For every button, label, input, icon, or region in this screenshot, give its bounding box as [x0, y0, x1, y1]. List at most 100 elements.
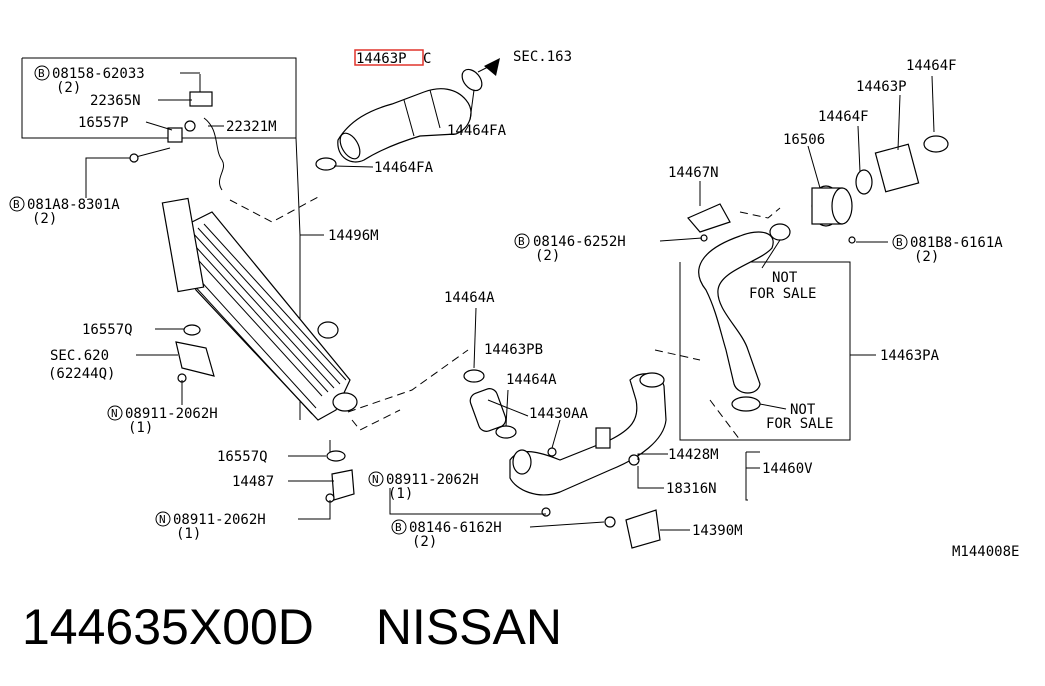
label-not-for-sale-2a: NOT — [790, 402, 816, 418]
nut-marker-08911-c: N — [155, 511, 171, 527]
label-081b8: 081B8-6161A — [910, 235, 1003, 251]
parts-diagram: B B N N N B B B 14463P C SEC.163 14464FA… — [9, 49, 1019, 560]
svg-text:B: B — [38, 67, 45, 80]
label-08146-6252h: 08146-6252H — [533, 234, 626, 250]
highlight-box — [354, 49, 424, 66]
label-08146-6162h-qty: (2) — [412, 534, 437, 550]
label-not-for-sale-2b: FOR SALE — [766, 416, 833, 432]
leader-08911-c — [298, 500, 331, 520]
label-highlighted-part: 14463P — [356, 51, 407, 67]
label-081b8-qty: (2) — [914, 249, 939, 265]
label-sec620: SEC.620 — [50, 348, 109, 364]
label-08158: 08158-62033 — [52, 66, 145, 82]
hose-14463p — [855, 135, 949, 195]
svg-text:N: N — [372, 473, 379, 486]
label-08911-a: 08911-2062H — [125, 406, 218, 422]
label-16557q-b: 16557Q — [217, 449, 268, 465]
clamp-group-line — [745, 452, 748, 501]
label-14463pb: 14463PB — [484, 342, 543, 358]
hose-14463pb — [463, 369, 517, 439]
svg-text:B: B — [518, 235, 525, 248]
dashed-link-4 — [654, 349, 701, 361]
hose-14463pc — [315, 58, 500, 171]
label-08911-c-qty: (1) — [176, 526, 201, 542]
label-081a8-qty: (2) — [32, 211, 57, 227]
sensor-16506 — [687, 185, 856, 244]
leader-not-for-sale-2 — [759, 403, 787, 410]
label-sec163: SEC.163 — [513, 49, 572, 65]
dashed-link-5 — [739, 207, 781, 219]
leader-14430aa — [551, 419, 561, 449]
svg-text:N: N — [159, 513, 166, 526]
label-14464f-a: 14464F — [818, 109, 869, 125]
svg-text:N: N — [111, 407, 118, 420]
leader-08911-b — [389, 488, 546, 515]
bolt-marker-08146-6162h: B — [391, 519, 407, 535]
label-14463pa: 14463PA — [880, 348, 940, 364]
leader-16557p — [145, 121, 173, 131]
footer-caption: 144635X00D NISSAN — [22, 598, 610, 656]
label-16557q-a: 16557Q — [82, 322, 133, 338]
svg-text:B: B — [896, 236, 903, 249]
nut-marker-08911-a: N — [107, 405, 123, 421]
label-highlighted-suffix: C — [423, 51, 431, 67]
label-16557p: 16557P — [78, 115, 129, 131]
label-14464f-b: 14464F — [906, 58, 957, 74]
diagram-code: M144008E — [952, 544, 1019, 560]
leader-14428m — [637, 453, 668, 460]
label-18316n: 18316N — [666, 481, 717, 497]
leader-14463pb — [487, 399, 529, 417]
leader-not-for-sale-1 — [761, 239, 781, 269]
label-not-for-sale-1a: NOT — [772, 270, 798, 286]
leader-08146-6252h — [659, 237, 703, 242]
leader-14464f-a — [857, 125, 861, 173]
dashed-link-2 — [347, 349, 469, 413]
bracket-14487 — [325, 450, 355, 503]
intercooler-group-line — [295, 58, 308, 236]
label-sec620-sub: (62244Q) — [48, 366, 115, 382]
label-22321m: 22321M — [226, 119, 277, 135]
leader-14464fa-mid — [333, 165, 374, 168]
label-16506: 16506 — [783, 132, 825, 148]
label-14430aa: 14430AA — [529, 406, 589, 422]
label-14487: 14487 — [232, 474, 274, 490]
leader-18316n — [637, 466, 664, 489]
label-not-for-sale-1b: FOR SALE — [749, 286, 816, 302]
label-14464a-b: 14464A — [506, 372, 557, 388]
sensor-assembly — [129, 74, 224, 191]
bracket-sec620 — [175, 324, 215, 383]
footer-brand: NISSAN — [375, 599, 562, 655]
label-08146-6252h-qty: (2) — [535, 248, 560, 264]
label-08911-b-qty: (1) — [388, 486, 413, 502]
label-14464fa-top: 14464FA — [447, 123, 507, 139]
bolt-marker-081b8: B — [892, 234, 908, 250]
label-14464a-a: 14464A — [444, 290, 495, 306]
dashed-link-6 — [709, 399, 741, 441]
duct-group-box — [679, 261, 851, 441]
intercooler-core — [161, 197, 358, 421]
nut-marker-08911-b: N — [368, 471, 384, 487]
leader-14464fa-top — [469, 89, 475, 121]
bolt-marker-081a8: B — [9, 196, 25, 212]
label-14463p: 14463P — [856, 79, 907, 95]
dashed-link-3 — [351, 409, 401, 431]
tube-14430aa — [509, 372, 667, 549]
leader-14463p — [897, 94, 901, 151]
svg-text:B: B — [13, 198, 20, 211]
label-08146-6162h: 08146-6162H — [409, 520, 502, 536]
leader-08146-6162h — [529, 521, 605, 528]
footer-part-number: 144635X00D — [22, 599, 314, 655]
label-08911-c: 08911-2062H — [173, 512, 266, 528]
label-14428m: 14428M — [668, 447, 719, 463]
label-08911-b: 08911-2062H — [386, 472, 479, 488]
label-081a8: 081A8-8301A — [27, 197, 120, 213]
label-08911-a-qty: (1) — [128, 420, 153, 436]
label-22365n: 22365N — [90, 93, 141, 109]
bolt-marker-08146-6252h: B — [514, 233, 530, 249]
label-08158-qty: (2) — [56, 80, 81, 96]
dashed-link-1 — [229, 195, 321, 223]
bolt-marker-08158: B — [34, 65, 50, 81]
label-14390m: 14390M — [692, 523, 743, 539]
leader-14464f-b — [931, 75, 935, 133]
label-14464fa-mid: 14464FA — [374, 160, 434, 176]
